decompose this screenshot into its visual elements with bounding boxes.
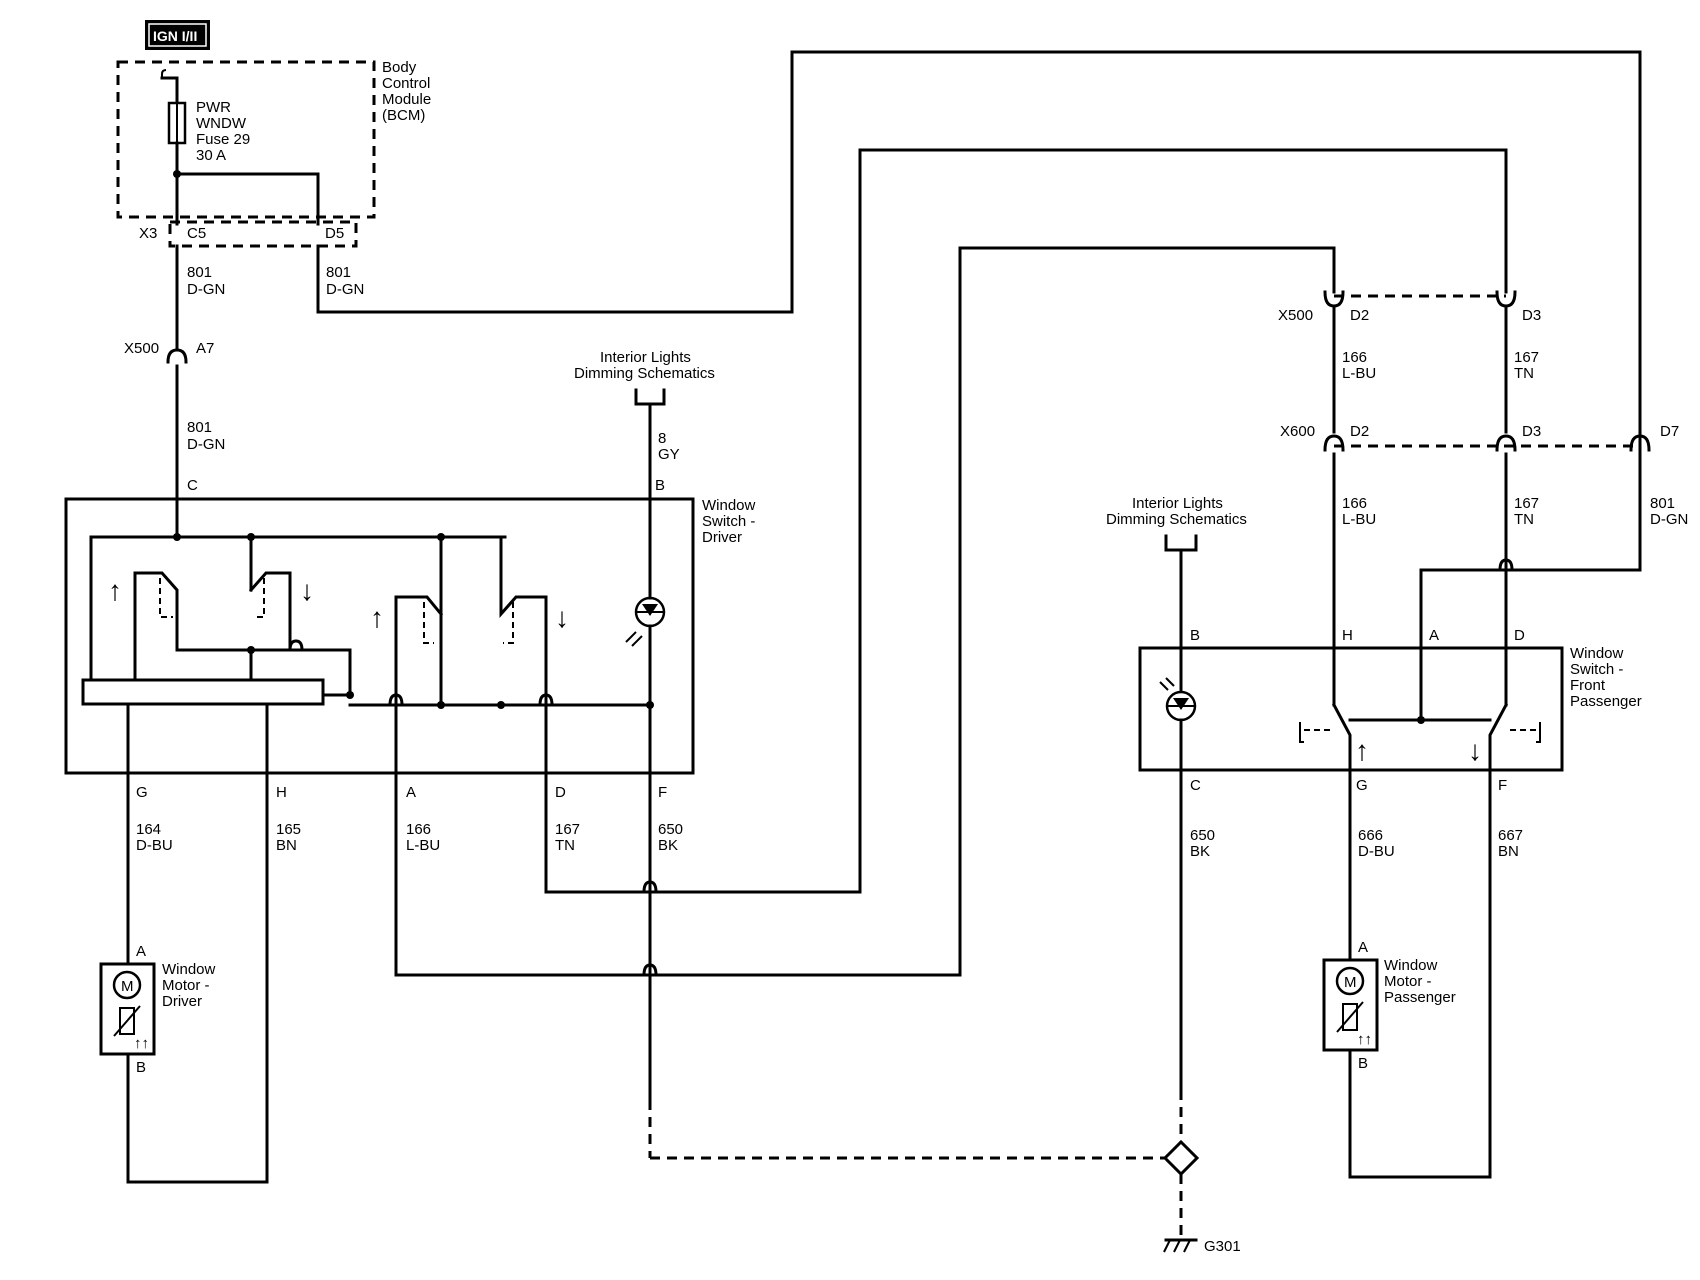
wire-801-label-c: 801 D-GN bbox=[326, 264, 364, 298]
pin-d5-label: D5 bbox=[325, 225, 344, 242]
driver-switch-actuator bbox=[81, 678, 325, 706]
wire-801-long-run bbox=[316, 50, 1642, 572]
pass-arrow-up-icon: ↑ bbox=[1355, 735, 1369, 766]
conn-x500-right-label: X500 bbox=[1278, 307, 1313, 324]
wire-167-run bbox=[544, 148, 1508, 894]
power-source-label: IGN I/II bbox=[153, 28, 197, 44]
pin-c5-label: C5 bbox=[187, 225, 206, 242]
power-source-box bbox=[145, 20, 210, 50]
pass-pin-h: H bbox=[1342, 627, 1353, 644]
wire-801-label-a: 801 D-GN bbox=[187, 264, 225, 298]
driver-switch-outline bbox=[64, 497, 695, 775]
pass-pin-b: B bbox=[1190, 627, 1200, 644]
wire-801-to-pin-a bbox=[1419, 568, 1502, 722]
pass-pin-a: A bbox=[1429, 627, 1439, 644]
pass-pin-g: G bbox=[1356, 777, 1368, 794]
wire-8-label: 8 GY bbox=[658, 430, 680, 463]
driver-switch-name: Window Switch - Driver bbox=[702, 497, 760, 546]
x600-pin-d2: D2 bbox=[1350, 423, 1369, 440]
bcm-input-fork bbox=[161, 69, 167, 78]
conn-x500-left-label: X500 bbox=[124, 340, 159, 357]
motor-icon bbox=[112, 970, 142, 1000]
bcm-dashed-outline bbox=[116, 60, 376, 219]
ground-icon bbox=[1163, 1238, 1198, 1253]
driver-pin-g: G bbox=[136, 784, 148, 801]
x600-pin-d7: D7 bbox=[1660, 423, 1679, 440]
dimming-right-label: Interior Lights Dimming Schematics bbox=[1106, 495, 1247, 528]
passenger-motor-name: Window Motor - Passenger bbox=[1384, 957, 1456, 1006]
motor-icon-2 bbox=[1335, 966, 1365, 996]
pass-arrow-down-icon: ↓ bbox=[1468, 735, 1482, 766]
passenger-switch-name: Window Switch - Front Passenger bbox=[1570, 645, 1642, 710]
driver-motor-return bbox=[126, 1052, 269, 1184]
driver-pin-h: H bbox=[276, 784, 287, 801]
driver-motor-name: Window Motor - Driver bbox=[162, 961, 220, 1010]
svg-text:↑↑: ↑↑ bbox=[1357, 1031, 1372, 1048]
fuse-label: PWR WNDW Fuse 29 30 A bbox=[196, 99, 254, 164]
driver-pin-b: B bbox=[655, 477, 665, 494]
driver-pin-c: C bbox=[187, 477, 198, 494]
conn-x500-a7 bbox=[166, 348, 188, 364]
pass-pin-f: F bbox=[1498, 777, 1507, 794]
wire-166-run bbox=[394, 246, 1336, 977]
arrow-up-icon-2: ↑ bbox=[370, 602, 384, 633]
driver-pin-d: D bbox=[555, 784, 566, 801]
conn-x600-label: X600 bbox=[1280, 423, 1315, 440]
driver-motor-pin-a: A bbox=[136, 943, 146, 960]
driver-pin-a: A bbox=[406, 784, 416, 801]
x500-pin-d2: D2 bbox=[1350, 307, 1369, 324]
splice-diamond-icon bbox=[1162, 1139, 1200, 1177]
dimming-left-label: Interior Lights Dimming Schematics bbox=[574, 349, 715, 382]
pass-pin-d: D bbox=[1514, 627, 1525, 644]
x600-pin-d3: D3 bbox=[1522, 423, 1541, 440]
ground-label: G301 bbox=[1204, 1238, 1241, 1255]
arrow-up-icon: ↑ bbox=[108, 575, 122, 606]
driver-motor-pin-b: B bbox=[136, 1059, 146, 1076]
pass-motor-pin-a: A bbox=[1358, 939, 1368, 956]
bcm-name: Body Control Module (BCM) bbox=[382, 59, 435, 124]
dimming-left-terminal bbox=[634, 388, 666, 406]
x500-pin-d3: D3 bbox=[1522, 307, 1541, 324]
pass-motor-pin-b: B bbox=[1358, 1055, 1368, 1072]
dimming-right-terminal bbox=[1164, 534, 1198, 552]
driver-motor-symbol: M bbox=[121, 978, 134, 995]
wire-801-label-b: 801 D-GN bbox=[187, 419, 225, 453]
svg-text:↑↑: ↑↑ bbox=[134, 1035, 149, 1052]
pin-a7-label: A7 bbox=[196, 340, 214, 357]
passenger-motor-return bbox=[1348, 1048, 1492, 1179]
passenger-motor-symbol: M bbox=[1344, 974, 1357, 991]
pass-pin-c: C bbox=[1190, 777, 1201, 794]
arrow-down-icon-2: ↓ bbox=[555, 602, 569, 633]
bcm-connector-x3 bbox=[168, 220, 358, 248]
conn-x3-label: X3 bbox=[139, 225, 157, 242]
arrow-down-icon: ↓ bbox=[300, 575, 314, 606]
driver-pin-f: F bbox=[658, 784, 667, 801]
